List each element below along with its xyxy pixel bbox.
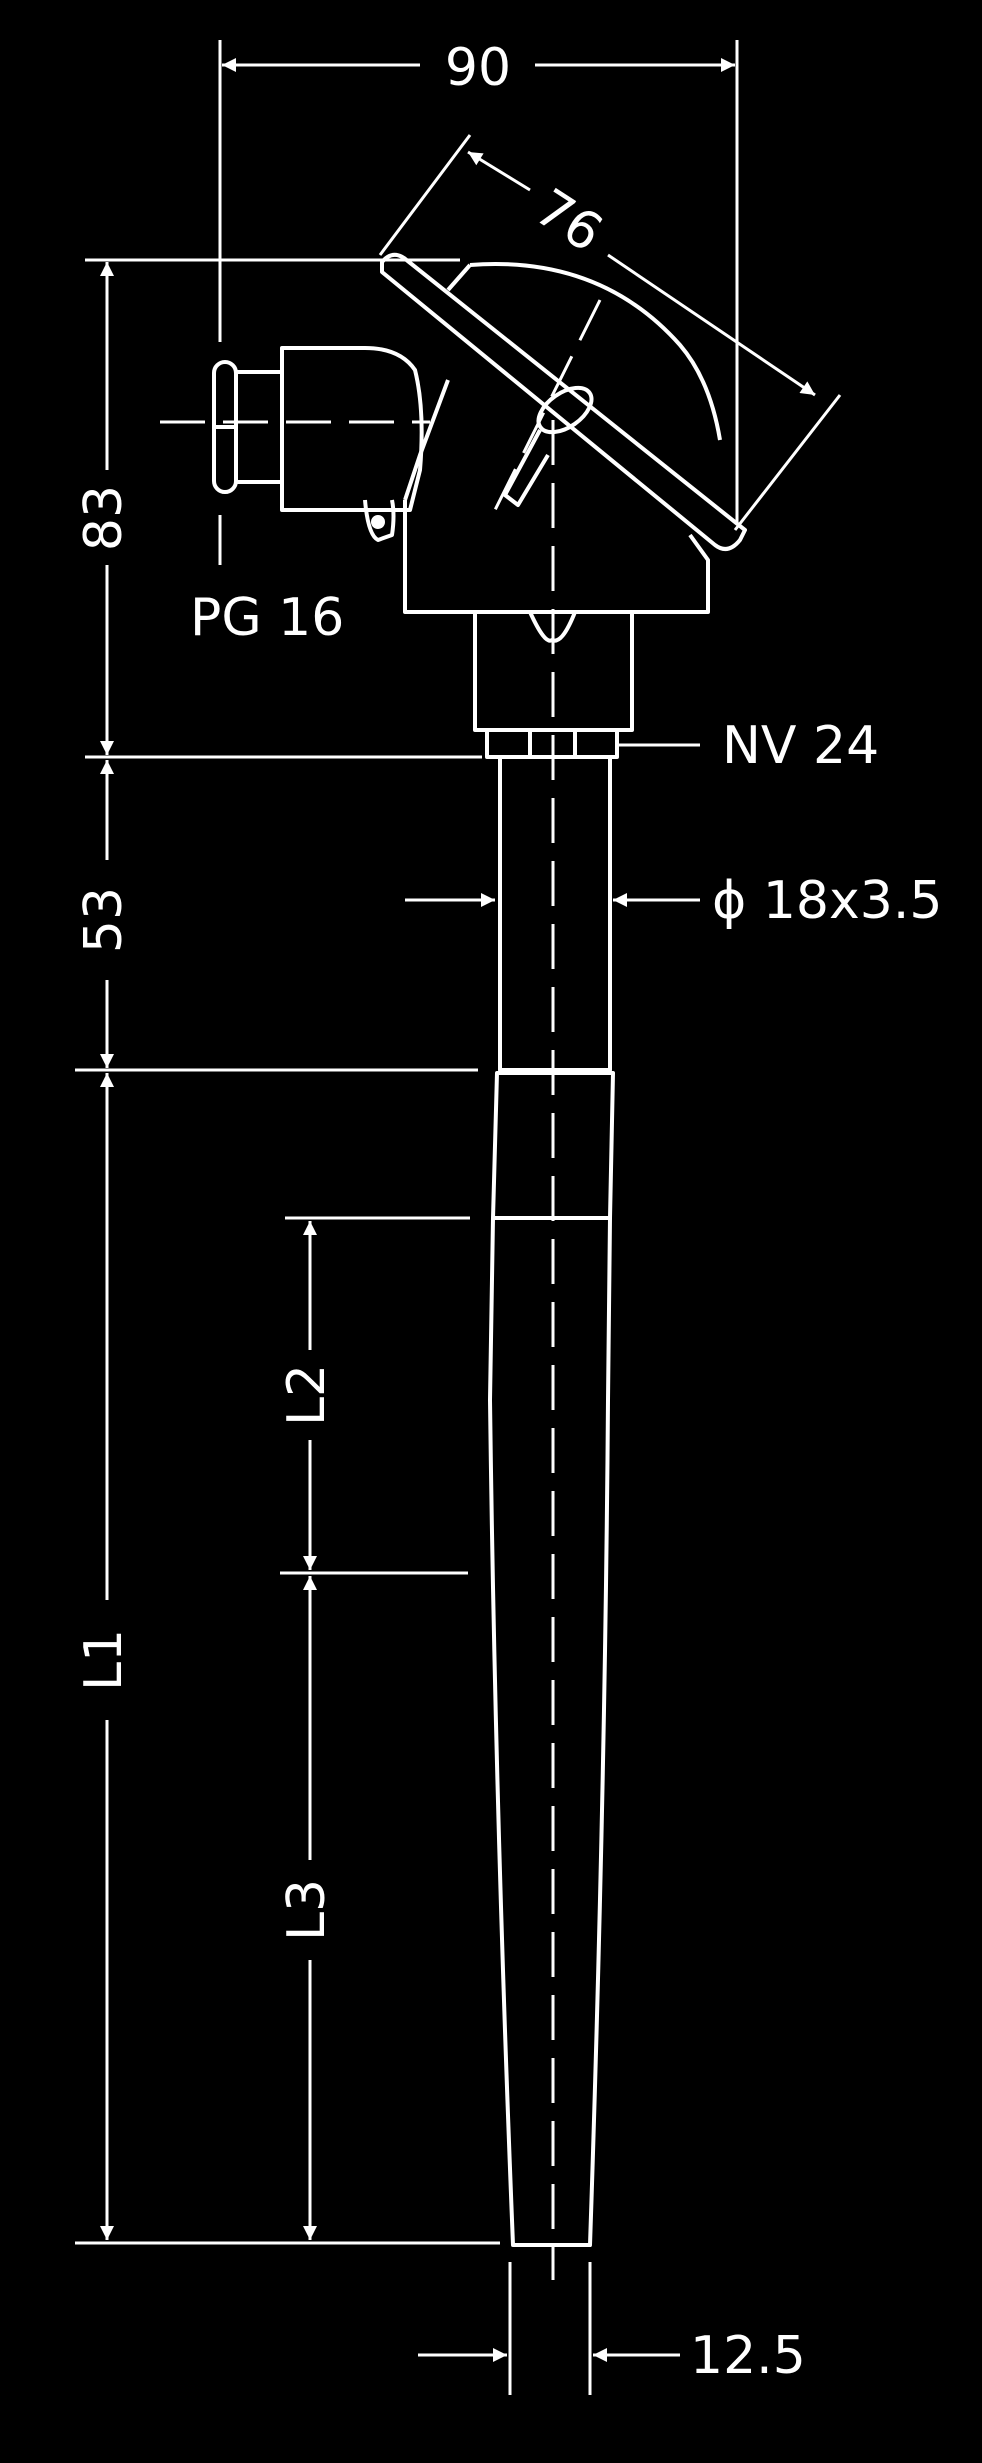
dim-76-right bbox=[607, 253, 816, 397]
label-12-5: 12.5 bbox=[690, 2326, 806, 2386]
label-nv24: NV 24 bbox=[722, 716, 879, 776]
label-l3: L3 bbox=[277, 1879, 337, 1941]
dimension-lines bbox=[100, 58, 816, 2362]
label-76: 76 bbox=[524, 178, 612, 264]
label-l2: L2 bbox=[277, 1364, 337, 1426]
label-90: 90 bbox=[445, 38, 511, 98]
dim-76-left bbox=[467, 150, 531, 192]
label-pg16: PG 16 bbox=[190, 588, 344, 648]
cable-gland bbox=[212, 346, 424, 542]
connection-head bbox=[380, 252, 747, 614]
protection-tube bbox=[488, 755, 615, 2247]
label-53: 53 bbox=[74, 887, 134, 953]
label-l1: L1 bbox=[74, 1629, 134, 1691]
labels: 90 76 83 53 L1 L2 L3 PG 16 NV 24 ϕ 18x3.… bbox=[74, 38, 942, 2386]
label-tube-diameter: ϕ 18x3.5 bbox=[712, 871, 942, 931]
center-lines bbox=[160, 299, 602, 2280]
part-outlines bbox=[212, 252, 747, 2247]
label-83: 83 bbox=[74, 485, 134, 551]
extension-lines bbox=[75, 40, 842, 2395]
